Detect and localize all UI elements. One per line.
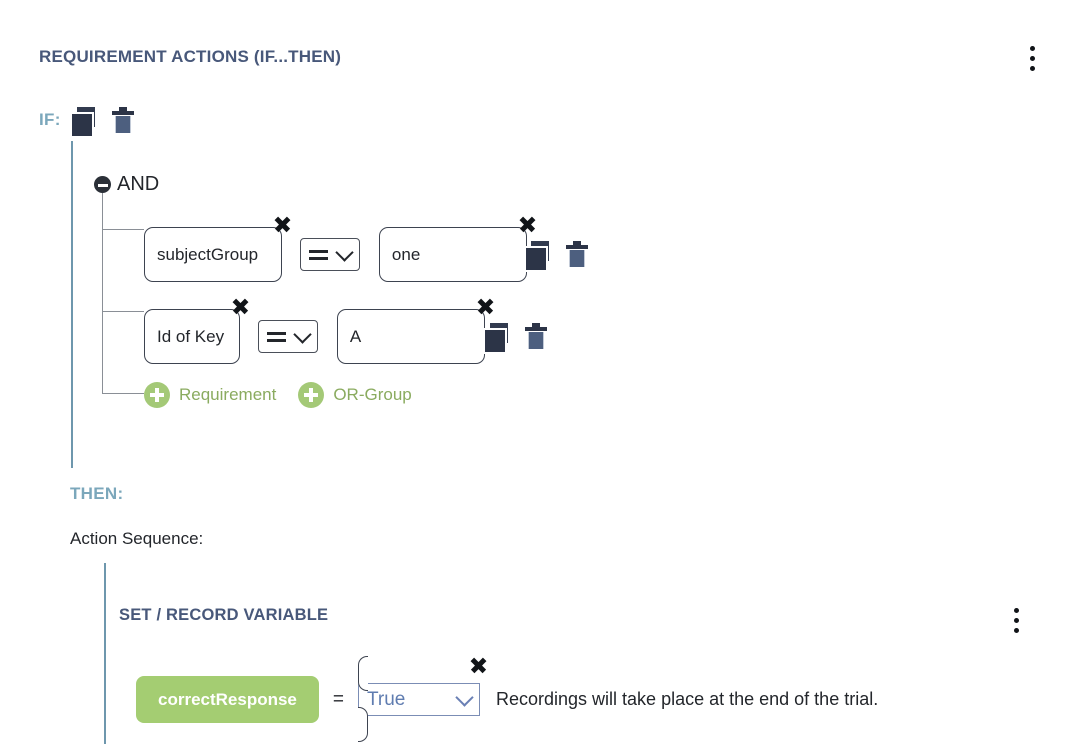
set-variable-row: correctResponse = True Recordings will t… <box>136 656 879 742</box>
condition-row-toolbar <box>483 323 548 354</box>
kebab-dot <box>1013 628 1019 633</box>
trash-icon[interactable] <box>525 323 548 350</box>
add-or-group-button[interactable]: OR-Group <box>298 382 412 408</box>
kebab-dot <box>1013 608 1019 613</box>
variable-field-wrap: Id of Key <box>144 309 240 364</box>
trash-icon[interactable] <box>566 241 589 268</box>
value-select[interactable]: True <box>358 683 480 716</box>
chevron-down-icon <box>455 687 474 707</box>
copy-icon[interactable] <box>524 241 550 272</box>
condition-variable-field[interactable]: Id of Key <box>144 309 240 364</box>
tree-trunk <box>102 193 103 393</box>
chevron-down-icon <box>293 324 313 344</box>
action-title: SET / RECORD VARIABLE <box>119 606 329 624</box>
value-field-wrap: one <box>378 227 527 282</box>
condition-row-toolbar <box>524 241 589 272</box>
plus-circle-icon <box>144 382 170 408</box>
plus-circle-icon <box>298 382 325 408</box>
add-requirement-button[interactable]: Requirement <box>144 382 276 408</box>
variable-name-pill[interactable]: correctResponse <box>136 676 319 723</box>
tree-branch <box>102 229 144 230</box>
action-kebab-menu-icon[interactable] <box>1005 608 1027 638</box>
copy-icon[interactable] <box>70 107 96 138</box>
value-select-text: True <box>367 688 406 710</box>
tree-branch <box>102 311 144 312</box>
if-label: IF: <box>39 110 61 129</box>
close-x-icon[interactable] <box>518 215 536 233</box>
kebab-dot <box>1029 56 1035 61</box>
equals-glyph-icon <box>267 330 287 343</box>
chevron-down-icon <box>335 242 355 262</box>
close-x-icon[interactable] <box>476 297 494 315</box>
header-kebab-menu-icon[interactable] <box>1021 46 1043 76</box>
add-or-group-label: OR-Group <box>333 385 412 404</box>
then-label: THEN: <box>70 484 124 503</box>
condition-variable-field[interactable]: subjectGroup <box>144 227 282 282</box>
equals-sign: = <box>332 688 344 710</box>
page-title: REQUIREMENT ACTIONS (IF...THEN) <box>39 47 342 66</box>
then-branch-line <box>104 563 106 744</box>
and-group-node[interactable]: AND <box>94 173 159 196</box>
equals-glyph-icon <box>309 248 329 261</box>
condition-value-field[interactable]: one <box>378 227 527 282</box>
condition-comparator-select[interactable] <box>300 238 361 271</box>
condition-row: subjectGroup one <box>144 227 527 282</box>
add-buttons-row: Requirement OR-Group <box>144 382 412 408</box>
minus-circle-icon[interactable] <box>94 176 111 193</box>
recording-note: Recordings will take place at the end of… <box>496 689 879 709</box>
close-x-icon[interactable] <box>273 215 291 233</box>
close-x-icon[interactable] <box>469 656 487 674</box>
condition-comparator-select[interactable] <box>258 320 319 353</box>
condition-value-field[interactable]: A <box>336 309 485 364</box>
condition-row: Id of Key A <box>144 309 485 364</box>
and-operator-label: AND <box>117 173 160 195</box>
kebab-dot <box>1029 46 1035 51</box>
copy-icon[interactable] <box>483 323 509 354</box>
kebab-dot <box>1029 66 1035 71</box>
trash-icon[interactable] <box>112 107 135 134</box>
close-x-icon[interactable] <box>231 297 249 315</box>
value-field-wrap: A <box>336 309 485 364</box>
if-toolbar <box>70 107 135 138</box>
if-branch-line <box>71 141 73 468</box>
value-select-wrap: True <box>358 656 480 742</box>
variable-field-wrap: subjectGroup <box>144 227 282 282</box>
add-requirement-label: Requirement <box>179 385 277 404</box>
action-sequence-label: Action Sequence: <box>70 529 204 548</box>
value-select-outer: True <box>358 656 480 742</box>
tree-branch <box>102 393 144 394</box>
kebab-dot <box>1013 618 1019 623</box>
